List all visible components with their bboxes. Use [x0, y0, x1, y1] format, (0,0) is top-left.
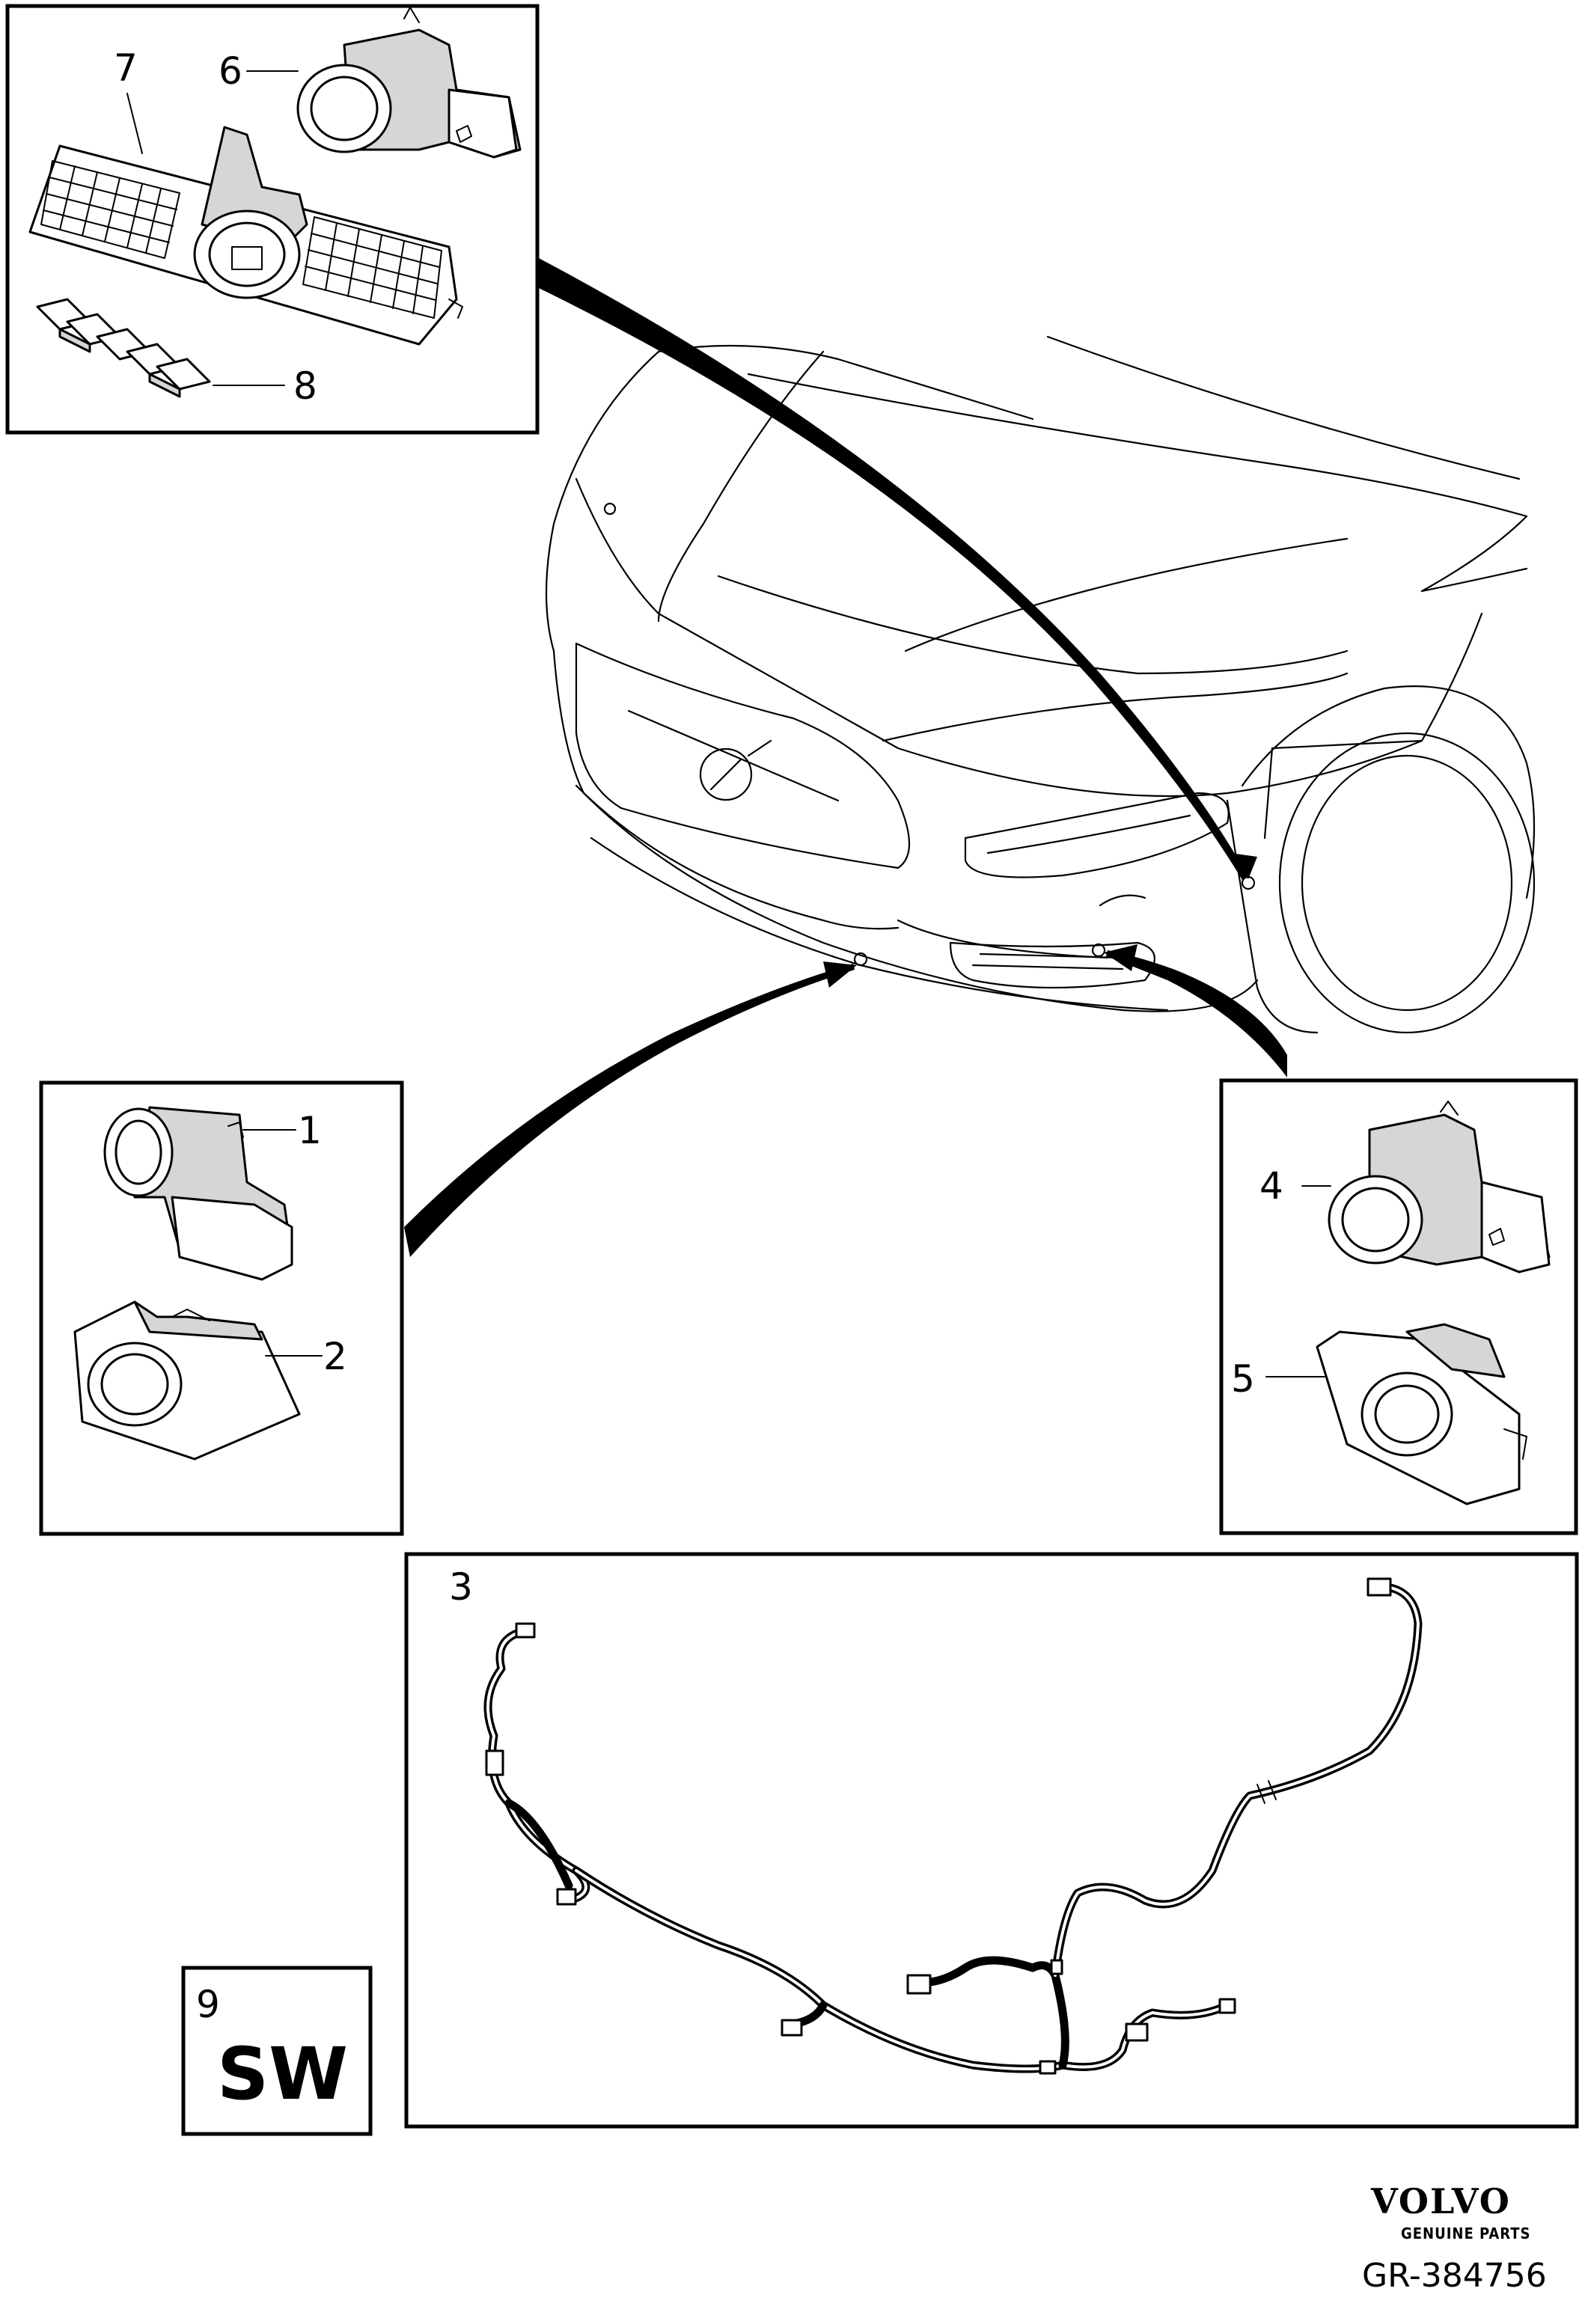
- sw-label: SW: [217, 2032, 348, 2116]
- callout-9: 9: [196, 1983, 220, 2026]
- callout-3: 3: [449, 1565, 473, 1609]
- left-mesh: [40, 160, 180, 259]
- parking-sensor-icon: [296, 7, 522, 159]
- callout-2: 2: [323, 1335, 347, 1378]
- volvo-logo-icon: VOLVO GENUINE PARTS: [1370, 2181, 1531, 2242]
- detail-box-top-left: 7 6 8: [5, 4, 540, 435]
- brand-name: VOLVO: [1370, 2181, 1511, 2221]
- car-front-illustration: [545, 335, 1536, 1034]
- detail-box-harness: 3: [404, 1552, 1579, 2129]
- adhesive-pad-icon: [36, 298, 211, 398]
- callout-1: 1: [298, 1109, 322, 1152]
- pointer-arrows: [404, 258, 1287, 1257]
- callout-4: 4: [1259, 1164, 1283, 1208]
- reference-number: GR-384756: [1362, 2257, 1547, 2295]
- detail-box-left: 1 2: [39, 1080, 404, 1536]
- wiring-harness-icon: [483, 1577, 1423, 2075]
- parking-sensor-icon: [1328, 1101, 1551, 1273]
- grille-mount-icon: [28, 126, 463, 346]
- callout-8: 8: [293, 364, 317, 408]
- sensor-bracket-icon: [1316, 1323, 1527, 1505]
- callout-5: 5: [1231, 1357, 1255, 1401]
- callout-6: 6: [219, 49, 242, 93]
- sensor-bracket-icon: [73, 1300, 301, 1461]
- right-mesh: [302, 216, 442, 319]
- parking-sensor-icon: [103, 1106, 293, 1281]
- brand-tagline: GENUINE PARTS: [1401, 2224, 1531, 2242]
- detail-box-right: 4 5: [1219, 1078, 1578, 1535]
- software-box: 9 SW: [181, 1966, 373, 2136]
- callout-7: 7: [114, 46, 138, 90]
